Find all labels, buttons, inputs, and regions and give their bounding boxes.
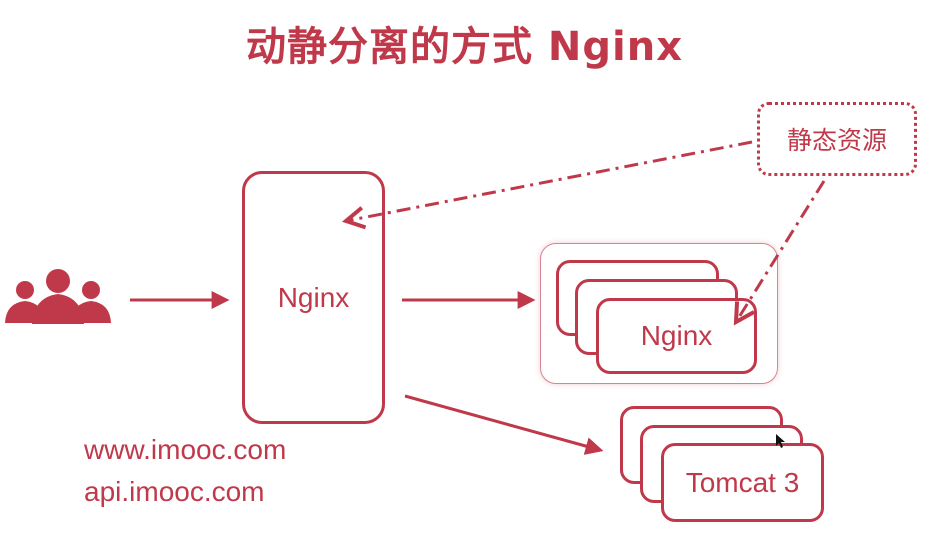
slide-title: 动静分离的方式 Nginx <box>245 24 684 70</box>
nginx-gateway-box: Nginx <box>242 171 385 424</box>
nginx-gateway-label: Nginx <box>277 281 350 313</box>
tomcat-label: Tomcat 3 <box>685 466 800 498</box>
tomcat-card-front: Tomcat 3 <box>661 443 824 522</box>
domain-www: www.imooc.com <box>84 434 287 465</box>
static-to-gateway-dashed-arrow <box>346 140 753 221</box>
domain-api: api.imooc.com <box>84 476 265 507</box>
static-resource-label: 静态资源 <box>786 126 887 155</box>
static-resource-box: 静态资源 <box>757 102 917 176</box>
gateway-to-tomcat-arrow <box>404 394 604 455</box>
static-nginx-card-front: Nginx <box>596 298 757 374</box>
static-nginx-label: Nginx <box>640 320 713 351</box>
